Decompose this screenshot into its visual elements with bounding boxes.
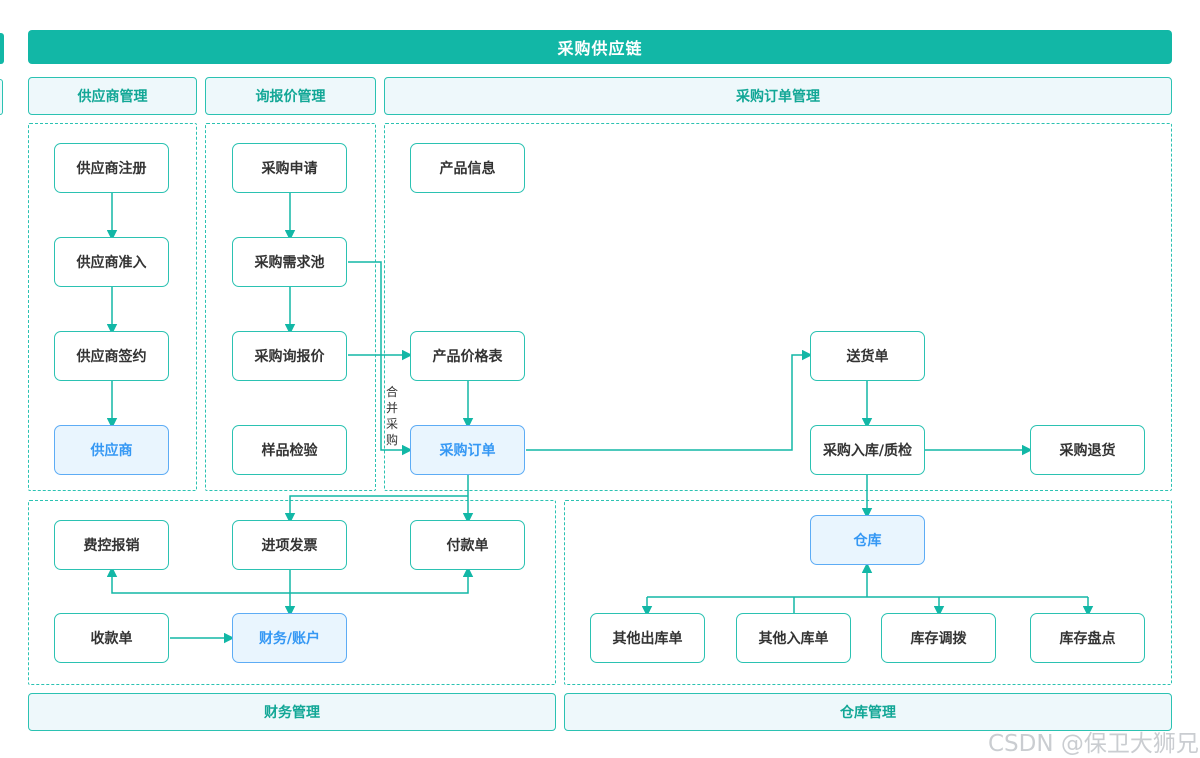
node-inbound-qc: 采购入库/质检 <box>810 425 925 475</box>
node-supplier-sign: 供应商签约 <box>54 331 169 381</box>
section-footer-finance-mgmt: 财务管理 <box>28 693 556 731</box>
node-rfq: 采购询报价 <box>232 331 347 381</box>
section-header-purchase-order-mgmt: 采购订单管理 <box>384 77 1172 115</box>
clipped-header-sliver <box>0 79 3 115</box>
banner-title: 采购供应链 <box>28 30 1172 64</box>
node-stock-count: 库存盘点 <box>1030 613 1145 663</box>
node-receipt-slip: 收款单 <box>54 613 169 663</box>
node-other-outbound: 其他出库单 <box>590 613 705 663</box>
node-purchase-request: 采购申请 <box>232 143 347 193</box>
node-purchase-order: 采购订单 <box>410 425 525 475</box>
node-other-inbound: 其他入库单 <box>736 613 851 663</box>
node-input-invoice: 进项发票 <box>232 520 347 570</box>
section-header-inquiry-mgmt: 询报价管理 <box>205 77 376 115</box>
node-delivery-note: 送货单 <box>810 331 925 381</box>
node-supplier: 供应商 <box>54 425 169 475</box>
node-stock-transfer: 库存调拨 <box>881 613 996 663</box>
node-product-info: 产品信息 <box>410 143 525 193</box>
node-warehouse: 仓库 <box>810 515 925 565</box>
node-supplier-access: 供应商准入 <box>54 237 169 287</box>
node-supplier-register: 供应商注册 <box>54 143 169 193</box>
region-warehouse-mgmt <box>564 500 1172 685</box>
node-purchase-return: 采购退货 <box>1030 425 1145 475</box>
node-finance-account: 财务/账户 <box>232 613 347 663</box>
node-sample-inspection: 样品检验 <box>232 425 347 475</box>
node-price-list: 产品价格表 <box>410 331 525 381</box>
region-supplier-mgmt <box>28 123 197 491</box>
csdn-watermark: CSDN @保卫大狮兄 <box>988 731 1199 757</box>
section-header-supplier-mgmt: 供应商管理 <box>28 77 197 115</box>
edge-label-merge-purchase: 合并采购 <box>385 385 398 447</box>
node-payment-slip: 付款单 <box>410 520 525 570</box>
node-demand-pool: 采购需求池 <box>232 237 347 287</box>
section-footer-warehouse-mgmt: 仓库管理 <box>564 693 1172 731</box>
clipped-banner-sliver <box>0 33 4 64</box>
node-expense-reimburse: 费控报销 <box>54 520 169 570</box>
